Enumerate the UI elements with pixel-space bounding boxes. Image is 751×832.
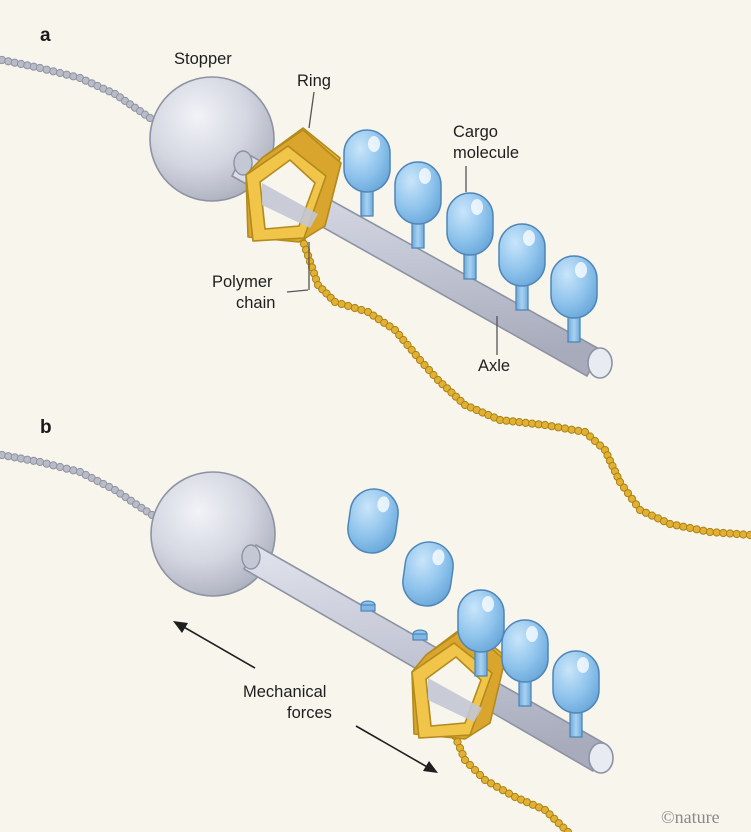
gold-bead <box>486 779 496 788</box>
cargo-molecule <box>394 161 442 249</box>
label-polymer-line2: chain <box>236 294 275 312</box>
gold-bead <box>547 422 556 431</box>
gold-bead <box>712 528 721 537</box>
gold-bead <box>465 760 475 770</box>
gold-bead <box>623 489 633 498</box>
leader-lines-a <box>286 91 498 355</box>
gold-bead <box>415 355 425 365</box>
cargo-molecules <box>343 129 598 343</box>
detached-cargo-molecule <box>402 541 454 607</box>
gray-bead <box>55 68 65 78</box>
cargo-molecules-b <box>347 488 600 738</box>
gray-polymer-chain <box>0 55 155 123</box>
gray-polymer-chain-b <box>0 450 157 520</box>
gray-bead <box>49 461 58 470</box>
gold-bead <box>567 425 576 434</box>
gold-bead <box>595 441 605 450</box>
gold-bead <box>350 303 359 313</box>
gold-bead <box>725 529 735 538</box>
gray-bead <box>35 63 45 73</box>
gray-bead <box>35 457 45 467</box>
gold-bead <box>615 477 625 487</box>
cargo-molecule <box>550 255 598 343</box>
gold-bead <box>705 527 715 537</box>
gold-bead <box>460 755 470 765</box>
panel-a: a <box>0 25 751 540</box>
gold-bead <box>665 519 675 529</box>
gold-bead <box>619 483 629 492</box>
panel-a-letter: a <box>40 25 51 46</box>
gold-bead <box>685 523 695 533</box>
force-arrow-right <box>355 725 430 769</box>
gold-bead <box>480 775 490 785</box>
gold-bead <box>699 526 708 535</box>
gold-bead <box>337 299 346 309</box>
gold-bead <box>560 424 570 433</box>
gray-bead <box>62 464 71 473</box>
force-arrows <box>173 621 438 773</box>
gray-bead <box>69 72 78 81</box>
label-axle: Axle <box>478 357 510 375</box>
gold-bead <box>732 529 741 539</box>
axle-through-ring <box>262 183 318 228</box>
label-forces-line2: forces <box>287 704 332 722</box>
detached-cargo-molecule <box>347 488 399 554</box>
label-stopper: Stopper <box>174 50 232 68</box>
arrow-head-right-icon <box>423 761 438 773</box>
gold-bead <box>563 827 573 832</box>
gold-bead <box>745 530 751 540</box>
axle-through-ring-b <box>428 678 482 722</box>
gold-bead <box>429 370 438 380</box>
nature-credit: ©nature <box>661 807 720 827</box>
polymer-chain <box>297 233 751 540</box>
cargo-molecule <box>498 223 546 311</box>
gold-bead <box>692 525 701 534</box>
gold-bead <box>475 770 485 780</box>
gray-bead <box>55 462 65 472</box>
gray-bead <box>42 65 51 74</box>
cargo-molecule <box>457 589 505 677</box>
cargo-molecule <box>446 192 494 280</box>
gold-bead <box>504 789 514 798</box>
gold-bead <box>679 522 688 531</box>
panel-b-letter: b <box>40 417 52 438</box>
gray-bead <box>49 67 58 76</box>
gold-bead <box>580 427 590 437</box>
gold-bead <box>585 432 595 441</box>
label-ring: Ring <box>297 72 331 90</box>
cargo-molecule <box>501 619 549 707</box>
gray-bead <box>69 466 78 475</box>
gold-bead <box>357 305 366 315</box>
gold-bead <box>470 765 480 775</box>
label-cargo-line2: molecule <box>453 144 519 162</box>
cargo-molecule <box>343 129 391 217</box>
gold-bead <box>424 365 434 375</box>
gold-bead <box>492 782 502 791</box>
label-cargo-line1: Cargo <box>453 123 498 141</box>
gold-bead <box>554 423 563 432</box>
stopper-sphere-b <box>150 471 276 597</box>
label-forces-line1: Mechanical <box>243 683 326 701</box>
gold-bead <box>420 360 429 370</box>
gold-bead <box>344 301 353 311</box>
gold-bead <box>590 436 600 446</box>
panel-b: b Mechanica <box>0 417 614 832</box>
gray-bead <box>42 459 51 468</box>
gold-bead <box>330 297 340 307</box>
gold-bead <box>540 420 550 430</box>
gold-bead <box>739 530 748 539</box>
gray-bead <box>62 70 71 79</box>
cargo-molecule <box>552 650 600 738</box>
gold-bead <box>574 426 583 435</box>
force-arrow-left <box>181 625 256 669</box>
arrow-head-left-icon <box>173 621 188 633</box>
label-polymer-line1: Polymer <box>212 273 273 291</box>
gold-bead <box>498 786 508 795</box>
gold-bead <box>627 494 637 503</box>
gold-bead <box>672 521 681 530</box>
gold-bead <box>631 500 641 509</box>
gold-bead <box>719 528 728 538</box>
